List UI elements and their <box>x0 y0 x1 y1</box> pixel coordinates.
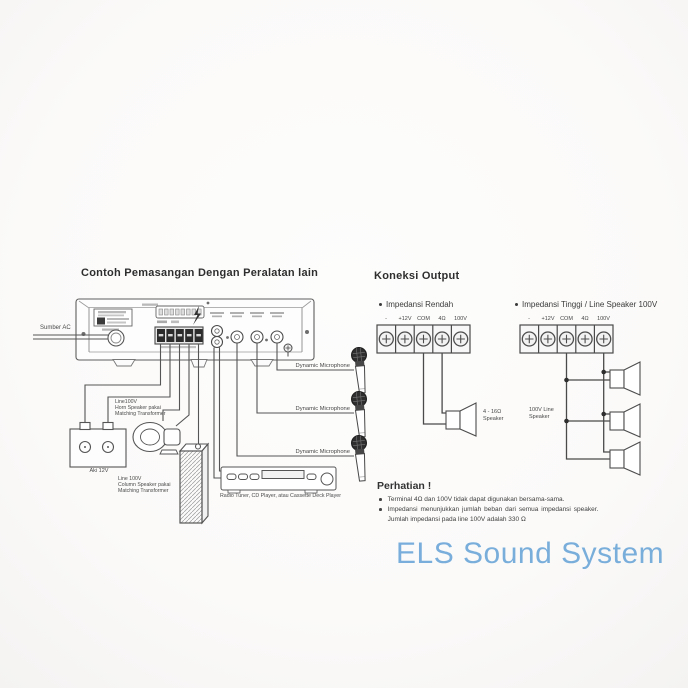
wiring-low-impedance <box>422 353 446 425</box>
watermark-text: ELS Sound System <box>396 537 665 570</box>
note-item-1-text: Terminal 4Ω dan 100V tidak dapat digunak… <box>387 496 565 503</box>
wire-horn-2 <box>175 344 190 427</box>
ac-source-label: Sumber AC <box>40 325 71 331</box>
low-impedance-heading: Impedansi Rendah <box>379 300 453 309</box>
notes-heading: Perhatian ! <box>377 480 432 492</box>
mic1-jack <box>270 330 284 344</box>
dynamic-microphone-icon-2 <box>350 390 371 439</box>
battery-label: Aki 12V <box>89 468 109 474</box>
battery-12v <box>69 421 127 468</box>
wire-4ohm-low <box>441 353 446 414</box>
bullet-icon <box>515 303 518 306</box>
line-speaker-icon-1 <box>609 361 641 396</box>
mic2-jack <box>250 330 264 344</box>
column-speaker-label-line3: Matching Transformer <box>118 488 169 495</box>
low-speaker-label-line1: 4 - 16Ω <box>483 409 502 415</box>
terminal-label-high-12v: +12V <box>541 316 555 322</box>
line-speaker-icon-3 <box>609 441 641 476</box>
lightning-bolt-icon <box>193 306 201 325</box>
speaker-terminal-block <box>154 326 204 349</box>
terminal-label-low-100v: 100V <box>454 316 467 322</box>
microphone-label-1: Dynamic Microphone <box>295 363 350 369</box>
terminal-label-high-100v: 100V <box>597 316 610 322</box>
column-speaker-label: Line 100V Column Speaker pakai Matching … <box>118 476 170 495</box>
note-item-2-line1: Impedansi menunjukkan jumlah beban dari … <box>387 506 599 513</box>
horn-speaker-label: Line100V Horn Speaker pakai Matching Tra… <box>115 399 165 418</box>
terminal-label-low-12v: +12V <box>398 316 412 322</box>
high-impedance-heading-text: Impedansi Tinggi / Line Speaker 100V <box>522 300 658 309</box>
wire-100v-bus <box>603 353 610 453</box>
wiring-high-impedance <box>564 353 610 460</box>
jack-labels-text <box>210 312 284 318</box>
wire-battery-2 <box>107 344 171 423</box>
bullet-icon <box>379 303 382 306</box>
ac-inlet <box>107 329 125 347</box>
mic3-jack <box>230 330 244 344</box>
wire-aux-2 <box>218 347 221 472</box>
line-speaker-label-line1: 100V Line <box>529 407 554 413</box>
wire-mic1 <box>276 343 354 371</box>
wire-com-low <box>422 353 446 425</box>
dynamic-microphone-icon-3 <box>350 434 371 483</box>
wire-battery-1 <box>84 344 162 423</box>
note-bullet-icon <box>379 498 382 501</box>
wire-com-bus <box>565 353 610 460</box>
note-item-2: Impedansi menunjukkan jumlah beban dari … <box>379 505 598 525</box>
output-connector-strip <box>142 303 205 324</box>
line-speaker-label: 100V Line Speaker <box>529 407 554 421</box>
amp-feet <box>112 359 274 368</box>
terminal-label-low-4ohm: 4Ω <box>438 316 446 322</box>
wire-mic2 <box>256 343 354 414</box>
note-item-2-line2: Jumlah impedansi pada line 100V adalah 3… <box>387 516 526 523</box>
low-speaker-label-line2: Speaker <box>483 416 504 422</box>
terminal-label-low-com: COM <box>417 316 430 322</box>
note-item-1: Terminal 4Ω dan 100V tidak dapat digunak… <box>379 495 564 505</box>
terminal-block-high-impedance <box>519 324 614 354</box>
line-speaker-icon-2 <box>609 403 641 438</box>
terminal-label-low-neg: - <box>385 316 387 322</box>
aux-jack <box>210 324 224 349</box>
column-speaker-label-line1: Line 100V <box>118 476 142 482</box>
amplifier-rear-panel <box>75 298 315 368</box>
note-bullet-icon <box>379 508 382 511</box>
ground-screw <box>283 343 293 357</box>
speaker-icon-low-impedance <box>445 402 477 437</box>
amp-warning-label <box>93 308 133 327</box>
wire-mic3 <box>236 343 354 457</box>
low-impedance-heading-text: Impedansi Rendah <box>386 300 454 309</box>
input-jacks <box>210 312 284 349</box>
terminal-block-low-impedance <box>376 324 471 354</box>
column-speaker <box>178 442 210 525</box>
line-speaker-label-line2: Speaker <box>529 414 550 420</box>
ac-power-cable <box>33 334 108 340</box>
microphone-label-2: Dynamic Microphone <box>295 406 350 412</box>
terminal-label-high-4ohm: 4Ω <box>581 316 589 322</box>
right-diagram-title: Koneksi Output <box>374 270 460 282</box>
wire-aux-1 <box>213 347 221 479</box>
horn-speaker-label-line2: Horn Speaker pakai <box>115 405 161 412</box>
note-item-2-text: Impedansi menunjukkan jumlah beban dari … <box>388 505 599 525</box>
radio-tuner-device <box>220 466 337 494</box>
wiring-left <box>33 334 354 479</box>
column-speaker-label-line2: Column Speaker pakai <box>118 482 171 489</box>
high-impedance-heading: Impedansi Tinggi / Line Speaker 100V <box>515 300 657 309</box>
voltage-rating-text <box>102 328 119 331</box>
terminal-label-high-neg: - <box>528 316 530 322</box>
player-label: Radio Tuner, CD Player, atau Cassette De… <box>219 493 341 499</box>
wire-horn-1 <box>162 344 181 421</box>
microphone-label-3: Dynamic Microphone <box>295 449 350 455</box>
junction-dots <box>564 369 606 424</box>
left-diagram-title: Contoh Pemasangan Dengan Peralatan lain <box>81 267 319 279</box>
horn-speaker-label-line3: Matching Transformer <box>115 411 166 418</box>
terminal-label-high-com: COM <box>560 316 573 322</box>
low-impedance-speaker-label: 4 - 16Ω Speaker <box>483 409 504 423</box>
horn-speaker-label-line1: Line100V <box>115 399 137 405</box>
horn-speaker <box>132 421 181 455</box>
